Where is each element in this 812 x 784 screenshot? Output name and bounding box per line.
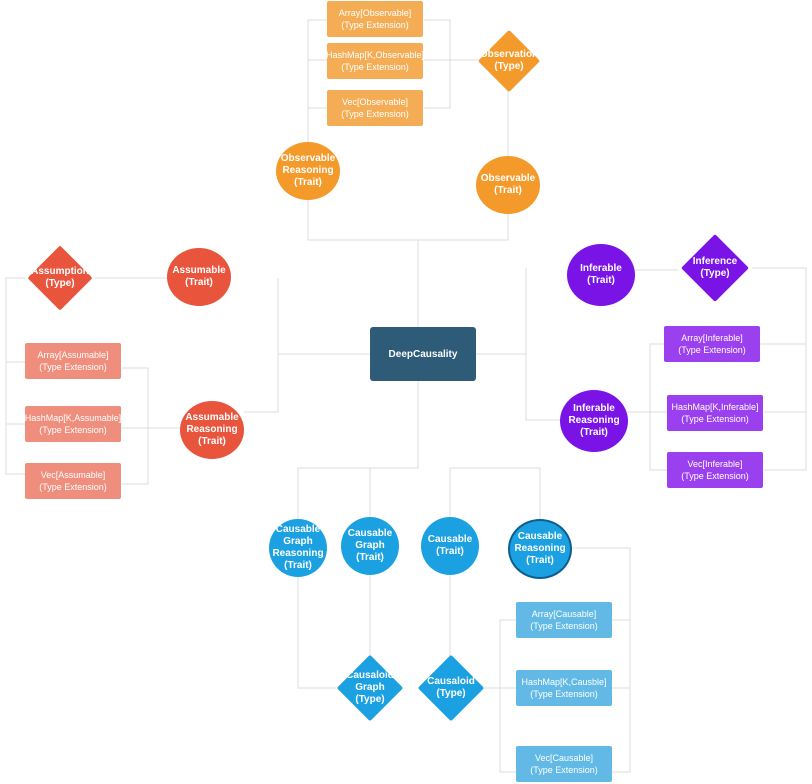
causable-vec-extension-node[interactable]: Vec[Causable] (Type Extension)	[516, 746, 612, 782]
inference-type-node[interactable]: Inference (Type)	[676, 234, 754, 302]
inferable-reasoning-trait-node[interactable]: Inferable Reasoning (Trait)	[560, 390, 628, 452]
observable-hashmap-extension-node[interactable]: HashMap[K,Observable] (Type Extension)	[326, 43, 424, 79]
observable-vec-extension-node[interactable]: Vec[Observable] (Type Extension)	[327, 90, 423, 126]
causable-graph-reasoning-trait-node[interactable]: Causable Graph Reasoning (Trait)	[269, 519, 327, 577]
observable-array-extension-node[interactable]: Array[Observable] (Type Extension)	[327, 1, 423, 37]
observation-type-node[interactable]: Observation (Type)	[476, 29, 542, 93]
inferable-hashmap-extension-node[interactable]: HashMap[K,Inferable] (Type Extension)	[667, 395, 763, 431]
assumption-type-node[interactable]: Assumption (Type)	[24, 245, 96, 311]
causable-trait-node[interactable]: Causable (Trait)	[421, 517, 479, 575]
assumable-reasoning-trait-node[interactable]: Assumable Reasoning (Trait)	[180, 401, 244, 459]
assumable-trait-node[interactable]: Assumable (Trait)	[167, 248, 231, 306]
observable-reasoning-trait-node[interactable]: Observable Reasoning (Trait)	[276, 142, 340, 200]
causable-array-extension-node[interactable]: Array[Causable] (Type Extension)	[516, 602, 612, 638]
inferable-array-extension-node[interactable]: Array[Inferable] (Type Extension)	[664, 326, 760, 362]
observable-trait-node[interactable]: Observable (Trait)	[476, 156, 540, 214]
causable-hashmap-extension-node[interactable]: HashMap[K,Causble] (Type Extension)	[516, 670, 612, 706]
inferable-trait-node[interactable]: Inferable (Trait)	[567, 244, 635, 306]
causaloid-graph-type-node[interactable]: Causaloid Graph (Type)	[334, 654, 406, 722]
deepcausality-label: DeepCausality	[388, 348, 458, 360]
deepcausality-node[interactable]: DeepCausality	[370, 327, 476, 381]
assumable-hashmap-extension-node[interactable]: HashMap[K,Assumable] (Type Extension)	[25, 406, 121, 442]
causable-graph-trait-node[interactable]: Causable Graph (Trait)	[341, 517, 399, 575]
assumable-vec-extension-node[interactable]: Vec[Assumable] (Type Extension)	[25, 463, 121, 499]
inferable-vec-extension-node[interactable]: Vec[Inferable] (Type Extension)	[667, 452, 763, 488]
causaloid-type-node[interactable]: Causaloid (Type)	[415, 654, 487, 722]
assumable-array-extension-node[interactable]: Array[Assumable] (Type Extension)	[25, 343, 121, 379]
causable-reasoning-trait-node[interactable]: Causable Reasoning (Trait)	[508, 519, 572, 579]
